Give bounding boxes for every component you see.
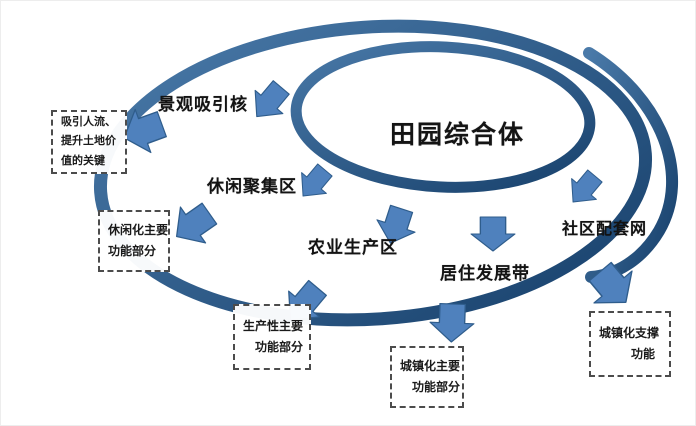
callout-line: 吸引人流、 bbox=[61, 116, 116, 129]
arrow-urban-fn-icon bbox=[429, 302, 475, 343]
callout-urban-fn: 城镇化主要 功能部分 bbox=[390, 346, 464, 408]
zone-label-agriculture: 农业生产区 bbox=[308, 238, 398, 257]
callout-line: 功能部分 bbox=[108, 244, 157, 258]
spiral-tail bbox=[583, 47, 678, 283]
callout-line: 城镇化主要 bbox=[400, 359, 461, 373]
callout-line: 休闲化主要 bbox=[108, 223, 169, 237]
zone-label-landscape: 景观吸引核 bbox=[158, 95, 248, 114]
arrow-agriculture-icon bbox=[376, 204, 416, 244]
arrow-attract-icon bbox=[123, 108, 167, 154]
callout-leisure-fn: 休闲化主要 功能部分 bbox=[98, 210, 170, 272]
arrow-community-icon bbox=[571, 169, 603, 203]
callout-line: 提升土地价 bbox=[61, 135, 116, 148]
callout-line: 功能部分 bbox=[255, 340, 304, 354]
callout-line: 功能部分 bbox=[412, 380, 461, 394]
diagram-title: 田园综合体 bbox=[390, 121, 526, 149]
callout-attract: 吸引人流、 提升土地价 值的关键 bbox=[51, 110, 127, 174]
zone-label-community: 社区配套网 bbox=[562, 221, 648, 238]
arrow-leisure-fn-icon bbox=[175, 202, 218, 244]
callout-line: 功能 bbox=[630, 347, 655, 361]
outer-ring bbox=[93, 19, 653, 327]
zone-label-residence: 居住发展带 bbox=[440, 264, 530, 283]
callout-line: 生产性主要 bbox=[243, 319, 304, 333]
callout-support-fn: 城镇化支撑 功能 bbox=[589, 311, 671, 377]
arrow-landscape-icon bbox=[254, 80, 290, 118]
arrow-residence-icon bbox=[470, 216, 516, 252]
callout-line: 城镇化支撑 bbox=[599, 326, 660, 340]
arrow-support-fn-icon bbox=[588, 261, 633, 304]
callout-production-fn: 生产性主要 功能部分 bbox=[233, 304, 311, 370]
zone-label-leisure: 休闲聚集区 bbox=[207, 177, 297, 196]
arrow-leisure-icon bbox=[301, 163, 333, 197]
inner-ring bbox=[290, 41, 596, 193]
callout-line: 值的关键 bbox=[61, 154, 105, 167]
arrow-group bbox=[123, 80, 633, 343]
